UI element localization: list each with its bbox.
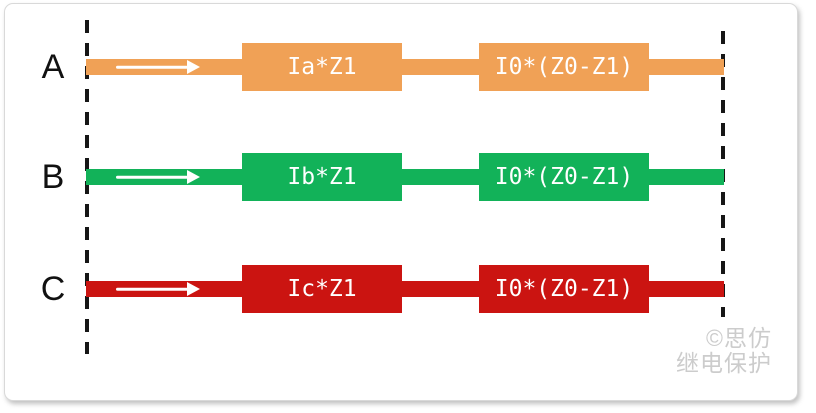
impedance-box-i0-z0z1: I0*(Z0-Z1) bbox=[479, 153, 649, 201]
phase-label-b: B bbox=[41, 158, 65, 196]
impedance-box-label: Ib*Z1 bbox=[287, 164, 357, 190]
impedance-box-label: Ia*Z1 bbox=[287, 54, 357, 80]
impedance-box-label: I0*(Z0-Z1) bbox=[494, 54, 634, 80]
current-direction-arrow bbox=[116, 170, 200, 184]
watermark-line2: 继电保护 bbox=[676, 350, 772, 376]
impedance-box-ic-z1: Ic*Z1 bbox=[242, 265, 402, 313]
impedance-box-label: I0*(Z0-Z1) bbox=[494, 276, 634, 302]
impedance-box-label: I0*(Z0-Z1) bbox=[494, 164, 634, 190]
impedance-box-label: Ic*Z1 bbox=[287, 276, 357, 302]
arrow-head-icon bbox=[187, 170, 200, 184]
left-boundary-dashed-line bbox=[85, 20, 89, 354]
watermark: ©思仿 继电保护 bbox=[676, 326, 772, 376]
current-direction-arrow bbox=[116, 282, 200, 296]
impedance-box-ib-z1: Ib*Z1 bbox=[242, 153, 402, 201]
phase-row-c: C Ic*Z1 I0*(Z0-Z1) bbox=[0, 265, 816, 313]
phase-label-a: A bbox=[41, 48, 65, 86]
impedance-box-i0-z0z1: I0*(Z0-Z1) bbox=[479, 265, 649, 313]
current-direction-arrow bbox=[116, 60, 200, 74]
arrow-head-icon bbox=[187, 60, 200, 74]
arrow-shaft bbox=[116, 175, 188, 179]
watermark-line1: ©思仿 bbox=[706, 325, 772, 351]
phase-row-b: B Ib*Z1 I0*(Z0-Z1) bbox=[0, 153, 816, 201]
arrow-shaft bbox=[116, 287, 188, 291]
phase-row-a: A Ia*Z1 I0*(Z0-Z1) bbox=[0, 43, 816, 91]
impedance-box-ia-z1: Ia*Z1 bbox=[242, 43, 402, 91]
impedance-box-i0-z0z1: I0*(Z0-Z1) bbox=[479, 43, 649, 91]
arrow-shaft bbox=[116, 65, 188, 69]
phase-label-c: C bbox=[40, 270, 66, 308]
arrow-head-icon bbox=[187, 282, 200, 296]
